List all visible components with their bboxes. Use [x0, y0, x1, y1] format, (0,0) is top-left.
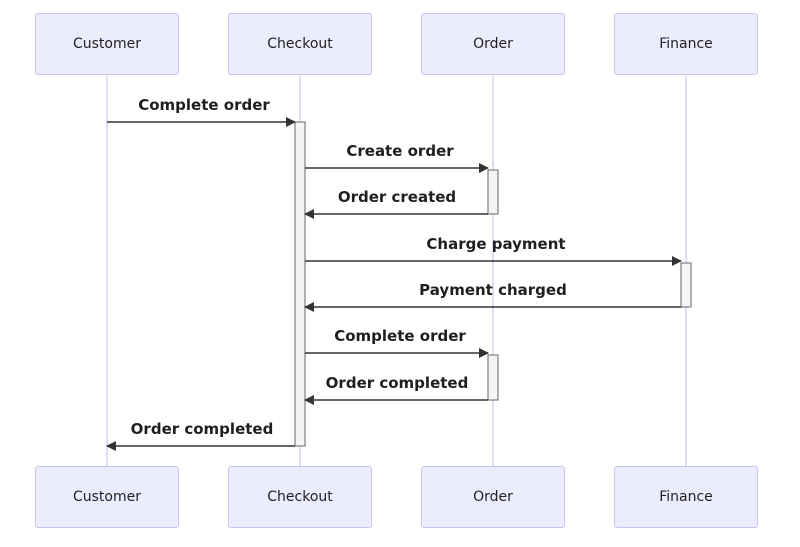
actor-label: Checkout	[267, 36, 333, 52]
actor-label: Finance	[659, 36, 713, 52]
actor-label: Finance	[659, 489, 713, 505]
activation-bar-finance	[680, 262, 692, 308]
actor-finance-top: Finance	[614, 13, 758, 75]
message-label: Order created	[337, 188, 457, 206]
message-label: Charge payment	[426, 235, 566, 253]
message-label: Order completed	[325, 374, 469, 392]
actor-customer-top: Customer	[35, 13, 179, 75]
activation-bar-order	[487, 354, 499, 401]
actor-label: Order	[473, 36, 513, 52]
activation-bar-checkout	[294, 121, 306, 447]
message-label: Payment charged	[419, 281, 567, 299]
actor-finance-bottom: Finance	[614, 466, 758, 528]
actor-checkout-top: Checkout	[228, 13, 372, 75]
actor-label: Customer	[72, 36, 141, 52]
actor-label: Order	[473, 489, 513, 505]
actor-order-bottom: Order	[421, 466, 565, 528]
actor-label: Checkout	[267, 489, 333, 505]
message-label: Complete order	[138, 96, 270, 114]
actor-customer-bottom: Customer	[35, 466, 179, 528]
activation-bar-order	[487, 169, 499, 215]
message-label: Complete order	[334, 327, 466, 345]
actor-order-top: Order	[421, 13, 565, 75]
actor-label: Customer	[72, 489, 141, 505]
actor-checkout-bottom: Checkout	[228, 466, 372, 528]
message-label: Order completed	[130, 420, 274, 438]
message-label: Create order	[346, 142, 454, 160]
